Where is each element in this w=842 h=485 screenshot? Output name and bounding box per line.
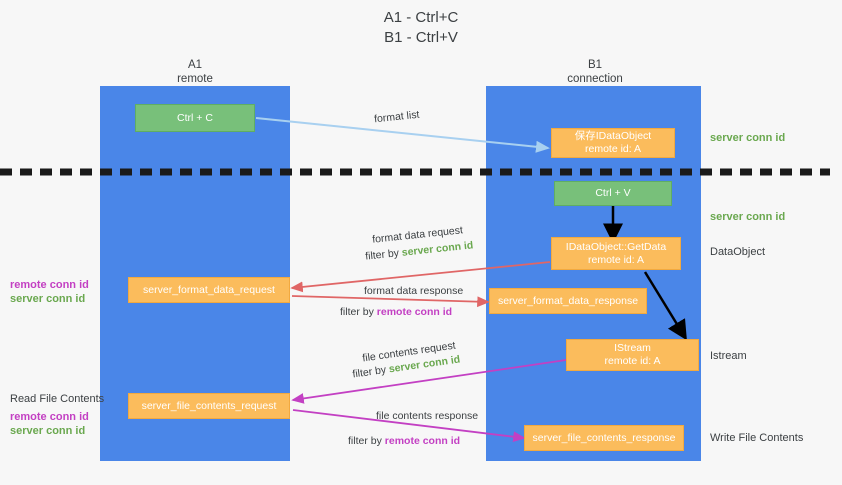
column-b1-name: B1 — [587, 59, 603, 71]
filter-prefix-1: filter by — [364, 246, 403, 263]
node-server-file-contents-request-label: server_file_contents_request — [141, 399, 277, 412]
node-server-file-contents-response[interactable]: server_file_contents_response — [524, 425, 684, 451]
page-title: A1 - Ctrl+C B1 - Ctrl+V — [0, 8, 842, 48]
node-save-idataobject-line1: 保存IDataObject — [574, 130, 652, 142]
node-server-format-data-response-label: server_format_data_response — [497, 294, 639, 307]
label-read-file-contents: Read File Contents — [10, 393, 105, 405]
node-idataobject-getdata[interactable]: IDataObject::GetData remote id: A — [551, 237, 681, 270]
label-server-conn-id-top: server conn id — [710, 132, 786, 144]
node-server-format-data-request-label: server_format_data_request — [143, 283, 275, 296]
edge-label-file-contents-response: file contents response — [376, 410, 479, 422]
label-server-conn-id-mid: server conn id — [710, 211, 786, 223]
node-idataobject-getdata-line1: IDataObject::GetData — [565, 240, 667, 253]
column-a1-sub: remote — [177, 73, 213, 85]
label-server-conn-id-1: server conn id — [10, 293, 86, 305]
node-istream-line2: remote id: A — [604, 355, 661, 367]
label-remote-conn-id-1: remote conn id — [10, 279, 89, 291]
column-header-a1: A1 remote — [135, 58, 255, 86]
column-header-b1: B1 connection — [535, 58, 655, 86]
title-line-1: A1 - Ctrl+C — [383, 9, 459, 26]
node-save-idataobject-line2: remote id: A — [584, 143, 642, 155]
label-istream: Istream — [710, 350, 747, 362]
node-server-file-contents-response-label: server_file_contents_response — [532, 431, 676, 444]
filter-value-remote-conn-id-1: remote conn id — [376, 306, 453, 318]
edge-label-file-contents-response-filter: filter by remote conn id — [348, 434, 460, 448]
edge-label-format-data-response-filter: filter by remote conn id — [340, 305, 452, 319]
label-conn-ids-file: remote conn id server conn id — [10, 410, 89, 438]
node-server-format-data-response[interactable]: server_format_data_response — [489, 288, 647, 314]
column-b1-sub: connection — [567, 73, 623, 85]
node-server-format-data-request[interactable]: server_format_data_request — [128, 277, 290, 303]
label-conn-ids-format: remote conn id server conn id — [10, 278, 89, 306]
node-idataobject-getdata-line2: remote id: A — [587, 253, 645, 266]
node-ctrl-c-label: Ctrl + C — [177, 111, 213, 124]
node-istream[interactable]: IStream remote id: A — [566, 339, 699, 371]
filter-prefix-4: filter by — [348, 435, 385, 447]
label-server-conn-id-2: server conn id — [10, 425, 86, 437]
title-line-2: B1 - Ctrl+V — [384, 29, 458, 46]
node-save-idataobject[interactable]: 保存IDataObject remote id: A — [551, 128, 675, 158]
node-ctrl-v[interactable]: Ctrl + V — [554, 181, 672, 206]
filter-value-remote-conn-id-2: remote conn id — [384, 435, 461, 447]
filter-prefix-2: filter by — [340, 306, 377, 318]
label-dataobject: DataObject — [710, 246, 766, 258]
label-write-file-contents: Write File Contents — [710, 432, 804, 444]
node-istream-line1: IStream — [614, 342, 651, 354]
column-a1-name: A1 — [187, 59, 203, 71]
edge-label-format-list: format list — [373, 108, 421, 126]
node-ctrl-c[interactable]: Ctrl + C — [135, 104, 255, 132]
filter-prefix-3: filter by — [351, 363, 390, 381]
node-ctrl-v-label: Ctrl + V — [595, 187, 631, 199]
node-server-file-contents-request[interactable]: server_file_contents_request — [128, 393, 290, 419]
label-remote-conn-id-2: remote conn id — [10, 411, 89, 423]
edge-label-format-data-response: format data response — [364, 285, 464, 297]
